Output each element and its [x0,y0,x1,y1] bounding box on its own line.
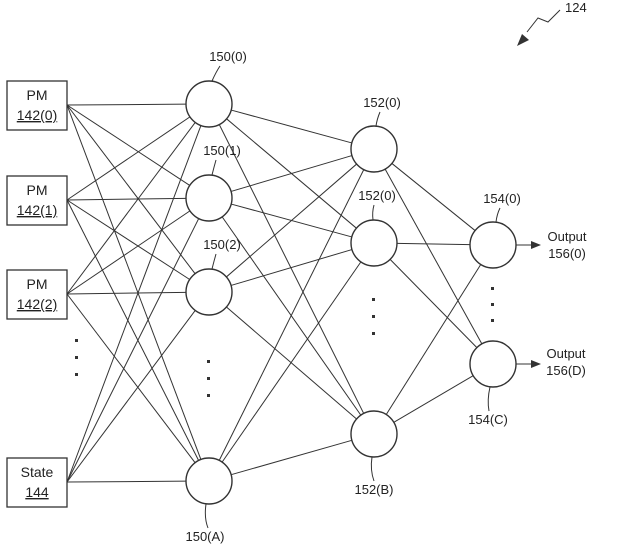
svg-text:150(0): 150(0) [209,49,247,64]
svg-text:152(0): 152(0) [358,188,396,203]
edge-l2n2-l3n1 [393,375,474,423]
edge-input3-l1n3 [66,480,187,483]
layer1-label-0: 150(0) [209,49,247,82]
input-box-3: State 144 [6,457,68,508]
figure-ref-label: 124 [565,0,587,15]
svg-text:156(0): 156(0) [548,246,586,261]
edge-input1-l1n1 [66,197,187,201]
layer2-node-1 [350,219,398,267]
figure-ref-leader [526,9,561,33]
svg-text:152(0): 152(0) [363,95,401,110]
input-box-0: PM 142(0) [6,80,68,131]
connection-edges [66,103,483,483]
input-ellipsis [75,339,78,376]
layer3-node-C [469,340,517,388]
svg-text:150(1): 150(1) [203,143,241,158]
edge-l2n0-l3n0 [391,163,476,231]
input-box-1: PM 142(1) [6,175,68,226]
layer2-ellipsis [372,298,375,335]
svg-text:156(D): 156(D) [546,363,586,378]
edge-input1-l1n2 [66,199,190,280]
layer2-node-0 [350,125,398,173]
edge-l1n2-l2n2 [226,306,357,420]
edge-input0-l1n1 [66,104,191,186]
layer1-node-0 [185,80,233,128]
edge-input0-l1n0 [66,103,187,106]
svg-text:154(C): 154(C) [468,412,508,427]
edge-l2n0-l3n1 [384,168,483,345]
input-ref: 142(2) [17,296,57,312]
svg-text:Output: Output [546,346,585,361]
input-title: PM [27,87,48,103]
edge-input3-l1n1 [66,218,200,483]
svg-text:Output: Output [547,229,586,244]
input-ref: 142(0) [17,107,57,123]
layer1-label-A: 150(A) [185,503,225,544]
output-label-0: Output 156(0) [547,229,586,261]
layer1-label-1: 150(1) [203,143,241,176]
layer1-node-A [185,457,233,505]
edge-l1n3-l2n1 [221,261,362,463]
svg-text:150(2): 150(2) [203,237,241,252]
edge-l1n2-l2n0 [226,163,357,278]
edge-input2-l1n3 [66,293,196,463]
svg-text:150(A): 150(A) [185,529,224,544]
edge-l2n1-l3n1 [389,259,478,348]
layer3-label-C: 154(C) [468,386,508,427]
figure-ref-arrow [517,34,529,46]
edge-input3-l1n0 [66,125,202,483]
edge-l1n3-l2n0 [218,169,365,461]
layer1-node-1 [185,174,233,222]
edge-input0-l1n3 [66,104,202,460]
input-title: State [21,464,54,480]
edge-l1n3-l2n2 [230,439,353,476]
edge-input2-l1n1 [66,210,191,295]
input-ref: 142(1) [17,202,57,218]
edge-input0-l1n2 [66,104,196,274]
layer1-label-2: 150(2) [203,237,241,270]
edge-input2-l1n0 [66,122,196,295]
layer3-node-0 [469,221,517,269]
figure-reference: 124 [517,0,587,46]
layer2-label-1: 152(0) [358,188,396,221]
svg-text:152(B): 152(B) [354,482,393,497]
svg-text:154(0): 154(0) [483,191,521,206]
edge-input2-l1n2 [66,291,187,295]
edge-l2n1-l3n0 [396,242,471,246]
edge-l1n0-l2n0 [231,109,352,144]
edge-input1-l1n3 [66,199,200,461]
edge-l1n1-l2n0 [230,155,353,192]
layer2-node-B [350,410,398,458]
layer1-node-2 [185,268,233,316]
layer3-label-0: 154(0) [483,191,521,223]
edge-input1-l1n0 [66,116,191,201]
edge-input3-l1n2 [66,310,196,483]
layer2-label-0: 152(0) [363,95,401,127]
output-label-D: Output 156(D) [546,346,586,378]
input-ref: 144 [25,484,49,500]
edge-l2n2-l3n0 [385,264,482,415]
input-title: PM [27,182,48,198]
layer2-label-B: 152(B) [354,456,394,497]
edge-l1n0-l2n2 [218,124,365,414]
edge-l1n2-l2n1 [230,249,353,286]
layer3-ellipsis [491,287,494,322]
layer1-ellipsis [207,360,210,397]
input-title: PM [27,276,48,292]
input-box-2: PM 142(2) [6,269,68,320]
